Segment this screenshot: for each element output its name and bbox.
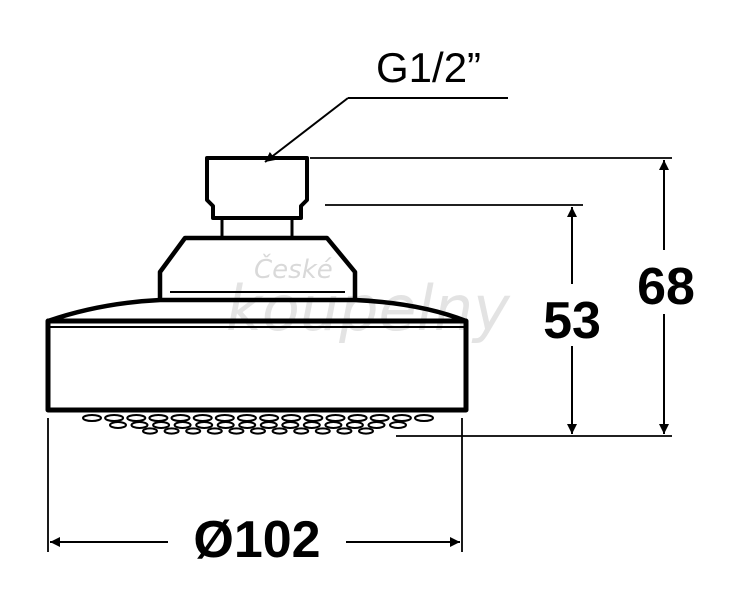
spray-nozzle (148, 414, 169, 422)
spray-nozzle (336, 427, 353, 435)
spray-nozzle (250, 427, 266, 435)
dim-53-label: 53 (543, 292, 601, 350)
spray-nozzle (109, 421, 127, 429)
spray-nozzle (104, 414, 125, 422)
spray-nozzle (389, 421, 407, 429)
callout-leader (264, 97, 349, 163)
spray-nozzle (259, 421, 278, 429)
hub (157, 235, 358, 300)
nozzle-group (82, 414, 434, 435)
watermark-line1: České (254, 253, 333, 285)
spray-nozzle (271, 427, 288, 435)
body-flare (47, 297, 467, 324)
spray-nozzle (216, 421, 235, 429)
spray-nozzle (369, 414, 390, 422)
shower-head-outline (45, 156, 469, 413)
spray-nozzle (303, 414, 324, 422)
spray-nozzle (259, 414, 280, 422)
spray-nozzle (414, 414, 434, 422)
spray-nozzle (185, 427, 202, 435)
spray-nozzle (314, 427, 331, 435)
spray-nozzle (347, 414, 368, 422)
spray-nozzle (367, 421, 386, 429)
spray-nozzle (281, 414, 302, 422)
spray-nozzle (214, 414, 235, 422)
spray-nozzle (228, 427, 245, 435)
spray-nozzle (236, 414, 257, 422)
dimension-68: 68 (634, 160, 698, 434)
spray-nozzle (206, 427, 223, 435)
spray-nozzle (195, 421, 214, 429)
spray-nozzle (302, 421, 321, 429)
spray-nozzle (358, 427, 374, 435)
spray-nozzle (192, 414, 213, 422)
spray-nozzle (142, 427, 158, 435)
body (45, 318, 469, 413)
spray-nozzle (170, 414, 191, 422)
spray-nozzle (126, 414, 147, 422)
extension-lines (47, 157, 672, 552)
spray-nozzle (345, 421, 364, 429)
spray-nozzle (152, 421, 171, 429)
dim-diameter-label: Ø102 (193, 511, 320, 569)
dimension-53: 53 (540, 207, 604, 434)
dimension-diameter: Ø102 (50, 508, 460, 569)
thread-connector (205, 156, 309, 220)
spray-nozzle (173, 421, 192, 429)
spray-nozzle (293, 427, 310, 435)
spray-nozzle (391, 414, 412, 422)
spray-nozzle (325, 414, 346, 422)
dim-68-label: 68 (637, 258, 695, 316)
thread-label: G1/2” (376, 44, 481, 91)
thread-callout: G1/2” (264, 44, 508, 163)
spray-nozzle (281, 421, 300, 429)
spray-nozzle (238, 421, 257, 429)
spray-nozzle (324, 421, 343, 429)
spray-nozzle (163, 427, 180, 435)
spray-nozzle (130, 421, 149, 429)
spray-nozzle (82, 414, 102, 422)
